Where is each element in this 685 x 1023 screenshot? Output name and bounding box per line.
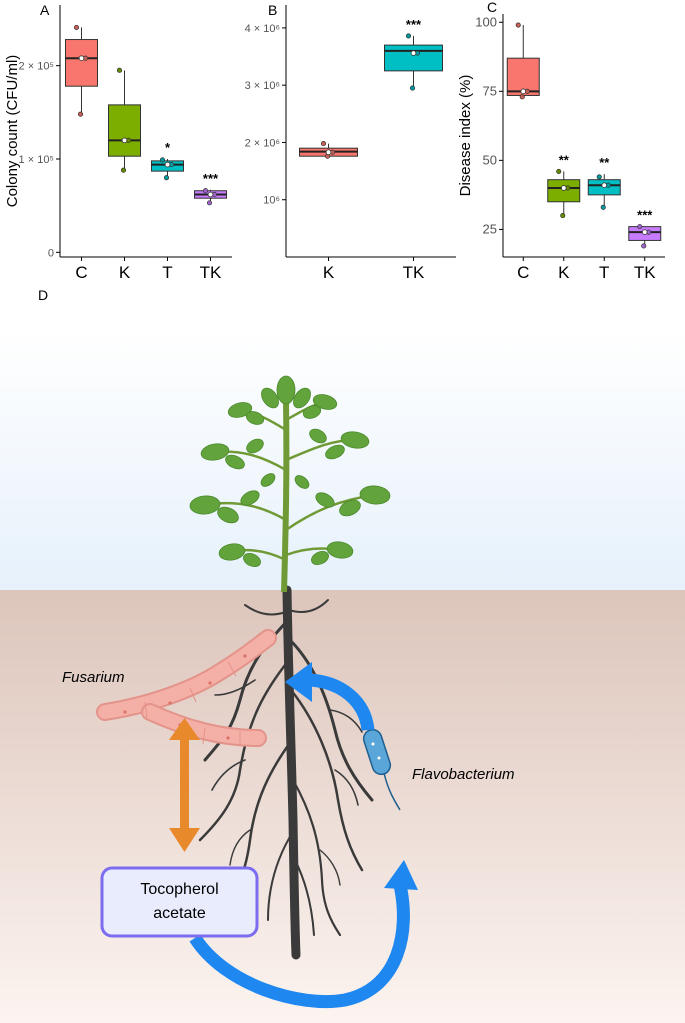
- fusarium-label: Fusarium: [62, 669, 125, 686]
- data-point: [202, 188, 209, 194]
- y-tick-label: 25: [483, 221, 497, 236]
- fusarium-hyphae: [96, 629, 277, 747]
- data-point: [556, 168, 562, 174]
- plant-leaves: [189, 375, 391, 568]
- mean-marker: [207, 191, 214, 198]
- data-point: [519, 94, 525, 100]
- significance-label: ***: [203, 171, 219, 186]
- tocopherol-label-line2: acetate: [153, 905, 206, 922]
- data-point: [641, 243, 647, 249]
- y-tick-label: 50: [483, 152, 497, 167]
- x-tick-label: K: [558, 263, 570, 282]
- blue-arrow-lower: [189, 883, 410, 1009]
- box-c: [65, 39, 98, 87]
- box-k: [108, 104, 141, 157]
- tocopherol-box: [100, 866, 259, 938]
- y-tick-label: 1 × 10⁵: [19, 154, 54, 166]
- y-tick-label: 0: [48, 247, 54, 259]
- blue-arrow-lower-head: [384, 860, 418, 890]
- panel-label-a: A: [40, 2, 50, 18]
- y-tick-label: 2 × 10⁶: [245, 137, 280, 149]
- x-tick-label: K: [119, 263, 131, 282]
- y-axis-label: Colony count (CFU/ml): [4, 55, 21, 208]
- data-point: [73, 24, 80, 30]
- data-point: [515, 22, 521, 28]
- y-tick-label: 75: [483, 83, 497, 98]
- data-point: [596, 174, 602, 180]
- data-point: [77, 111, 84, 117]
- y-tick-label: 10⁶: [263, 195, 280, 207]
- mean-marker: [601, 182, 608, 189]
- data-point: [560, 213, 566, 219]
- mean-marker: [325, 149, 332, 155]
- flavobacterium-label: Flavobacterium: [412, 766, 515, 783]
- data-point: [637, 224, 643, 230]
- panel-label-c: C: [487, 0, 497, 15]
- panel-b-chart: B 10⁶ 2 × 10⁶ 3 × 10⁶ 4 × 10⁶ K TK ***: [245, 2, 456, 282]
- x-tick-label: C: [517, 263, 529, 282]
- x-tick-label: K: [323, 263, 335, 282]
- panel-label-b: B: [268, 2, 277, 18]
- data-point: [600, 204, 606, 210]
- orange-double-arrow: [169, 718, 200, 852]
- y-tick-label: 4 × 10⁶: [245, 23, 280, 35]
- x-tick-label: TK: [403, 263, 425, 282]
- y-tick-label: 2 × 10⁵: [19, 61, 54, 73]
- x-tick-label: T: [162, 263, 172, 282]
- data-point: [120, 167, 127, 173]
- data-point: [206, 200, 213, 206]
- data-point: [409, 85, 416, 91]
- soil-background: [0, 590, 685, 1023]
- significance-label: **: [599, 155, 610, 170]
- significance-label: ***: [637, 208, 653, 223]
- data-point: [320, 141, 327, 147]
- mean-marker: [410, 50, 417, 56]
- x-tick-label: TK: [200, 263, 222, 282]
- blue-arrow-upper-head: [285, 662, 312, 702]
- mean-marker: [164, 161, 171, 168]
- data-point: [159, 157, 166, 163]
- significance-label: *: [165, 140, 171, 155]
- y-tick-label: 3 × 10⁶: [245, 80, 280, 92]
- significance-label: **: [559, 152, 570, 167]
- mean-marker: [78, 55, 85, 61]
- x-tick-label: TK: [634, 263, 656, 282]
- mean-marker: [560, 185, 567, 191]
- mean-marker: [520, 88, 527, 95]
- y-tick-label: 100: [475, 14, 497, 29]
- panel-d-diagram: D: [0, 287, 685, 1023]
- mean-marker: [641, 229, 648, 235]
- flavobacterium-cell: [362, 728, 401, 811]
- x-tick-label: T: [599, 263, 609, 282]
- mean-marker: [121, 137, 128, 144]
- box-tk: [384, 44, 443, 72]
- data-point: [405, 33, 412, 39]
- blue-arrow-upper: [309, 673, 375, 732]
- data-point: [163, 175, 170, 181]
- y-axis-label: Disease index (%): [457, 75, 474, 197]
- panel-label-d: D: [38, 287, 48, 303]
- plant-stem: [281, 399, 290, 593]
- data-point: [116, 67, 123, 73]
- tocopherol-label-line1: Tocopherol: [140, 881, 218, 898]
- x-tick-label: C: [75, 263, 87, 282]
- significance-label: ***: [406, 17, 422, 32]
